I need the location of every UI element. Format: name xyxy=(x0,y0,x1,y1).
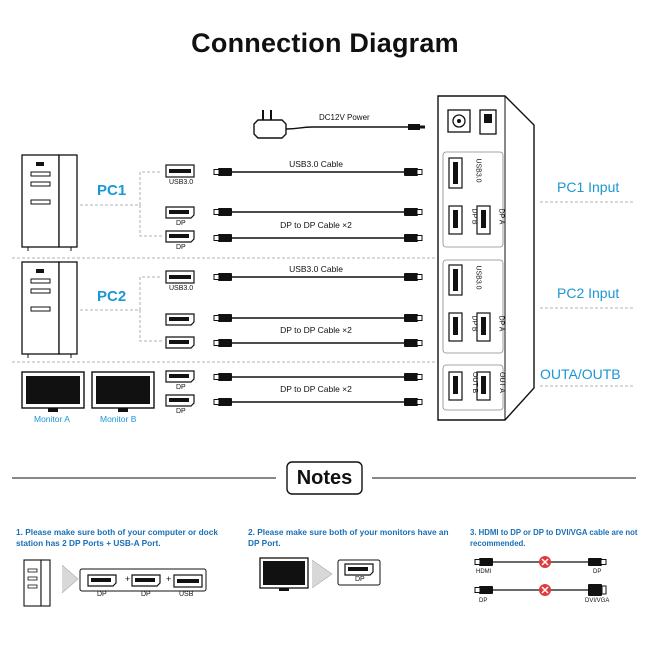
pc2-label: PC2 xyxy=(97,288,127,305)
cable-plugs xyxy=(213,167,423,407)
dev-pc2-dpa-label: DP A xyxy=(497,315,505,332)
note1-port-box: + + xyxy=(79,568,207,592)
dev-pc1-dpb-label: DP B xyxy=(470,208,478,225)
mon-dp-port-1-icon xyxy=(165,370,195,383)
pc2-dp-port-2-icon xyxy=(165,336,195,349)
pc1-tower-icon xyxy=(21,154,78,251)
note3-row2-left-label: DP xyxy=(479,598,488,604)
dev-pc2-usb-label: USB3.0 xyxy=(474,265,482,290)
note2-monitor-icon xyxy=(259,557,333,591)
pc1-dp-port-1-icon xyxy=(165,206,195,219)
notes-divider xyxy=(12,461,636,495)
mon-dp-cable-label: DP to DP Cable ×2 xyxy=(280,384,352,394)
pc1-usb-port-label: USB3.0 xyxy=(169,179,194,186)
note1-port-dp-1: DP xyxy=(97,591,107,598)
note1-port-usb: USB xyxy=(179,591,194,598)
kvm-switch-device-icon xyxy=(437,95,535,421)
note3-row1-left-label: HDMI xyxy=(476,569,492,575)
dev-pc1-usb-label: USB3.0 xyxy=(474,158,482,183)
pc2-usb-cable-label: USB3.0 Cable xyxy=(289,264,343,274)
monitor-a-icon xyxy=(21,371,85,412)
monitor-b-label: Monitor B xyxy=(100,414,137,424)
pc2-usb-port-icon xyxy=(165,270,195,284)
pc2-dp-cable-label: DP to DP Cable ×2 xyxy=(280,325,352,335)
pc1-usb-cable-label: USB3.0 Cable xyxy=(289,159,343,169)
note2-port-label: DP xyxy=(355,576,365,583)
svg-text:+: + xyxy=(125,574,130,584)
dev-out-a-label: OUT A xyxy=(497,372,505,393)
pc2-dp-port-1-icon xyxy=(165,313,195,326)
note3-cable-row-1 xyxy=(474,556,607,568)
monitor-a-label: Monitor A xyxy=(34,414,70,424)
note-3-text: 3. HDMI to DP or DP to DVI/VGA cable are… xyxy=(470,528,638,548)
note1-pc-icon xyxy=(23,559,79,607)
pc1-label: PC1 xyxy=(97,182,127,199)
svg-text:+: + xyxy=(166,574,171,584)
dev-pc2-dpb-label: DP B xyxy=(470,315,478,332)
pc1-dp-port-1-label: DP xyxy=(176,220,186,227)
note-1-text: 1. Please make sure both of your compute… xyxy=(16,527,218,548)
pc1-dp-port-2-label: DP xyxy=(176,244,186,251)
pc2-input-label: PC2 Input xyxy=(557,285,620,301)
pc2-tower-icon xyxy=(21,261,78,358)
power-adapter-icon xyxy=(253,110,425,139)
cables xyxy=(232,171,404,403)
dev-out-b-label: OUT B xyxy=(471,371,479,394)
note3-row1-right-label: DP xyxy=(593,569,602,575)
note2-port-box xyxy=(337,559,381,586)
mon-dp-port-2-icon xyxy=(165,394,195,407)
pc2-usb-port-label: USB3.0 xyxy=(169,285,194,292)
dev-pc1-dpa-label: DP A xyxy=(497,208,505,225)
monitor-b-icon xyxy=(91,371,155,412)
note-2-text: 2. Please make sure both of your monitor… xyxy=(248,527,449,548)
mon-dp-port-1-label: DP xyxy=(176,384,186,391)
pc1-dp-port-2-icon xyxy=(165,230,195,243)
notes-heading: Notes xyxy=(296,467,353,489)
pc1-usb-port-icon xyxy=(165,164,195,178)
power-label: DC12V Power xyxy=(319,113,370,122)
output-label: OUTA/OUTB xyxy=(540,366,621,382)
pc1-input-label: PC1 Input xyxy=(557,179,620,195)
note3-row2-right-label: DVI/VGA xyxy=(585,598,610,604)
page-title: Connection Diagram xyxy=(191,28,459,58)
note3-cable-row-2 xyxy=(474,584,607,596)
dashed-separators xyxy=(12,171,635,387)
note1-port-dp-2: DP xyxy=(141,591,151,598)
pc1-dp-cable-label: DP to DP Cable ×2 xyxy=(280,220,352,230)
mon-dp-port-2-label: DP xyxy=(176,408,186,415)
